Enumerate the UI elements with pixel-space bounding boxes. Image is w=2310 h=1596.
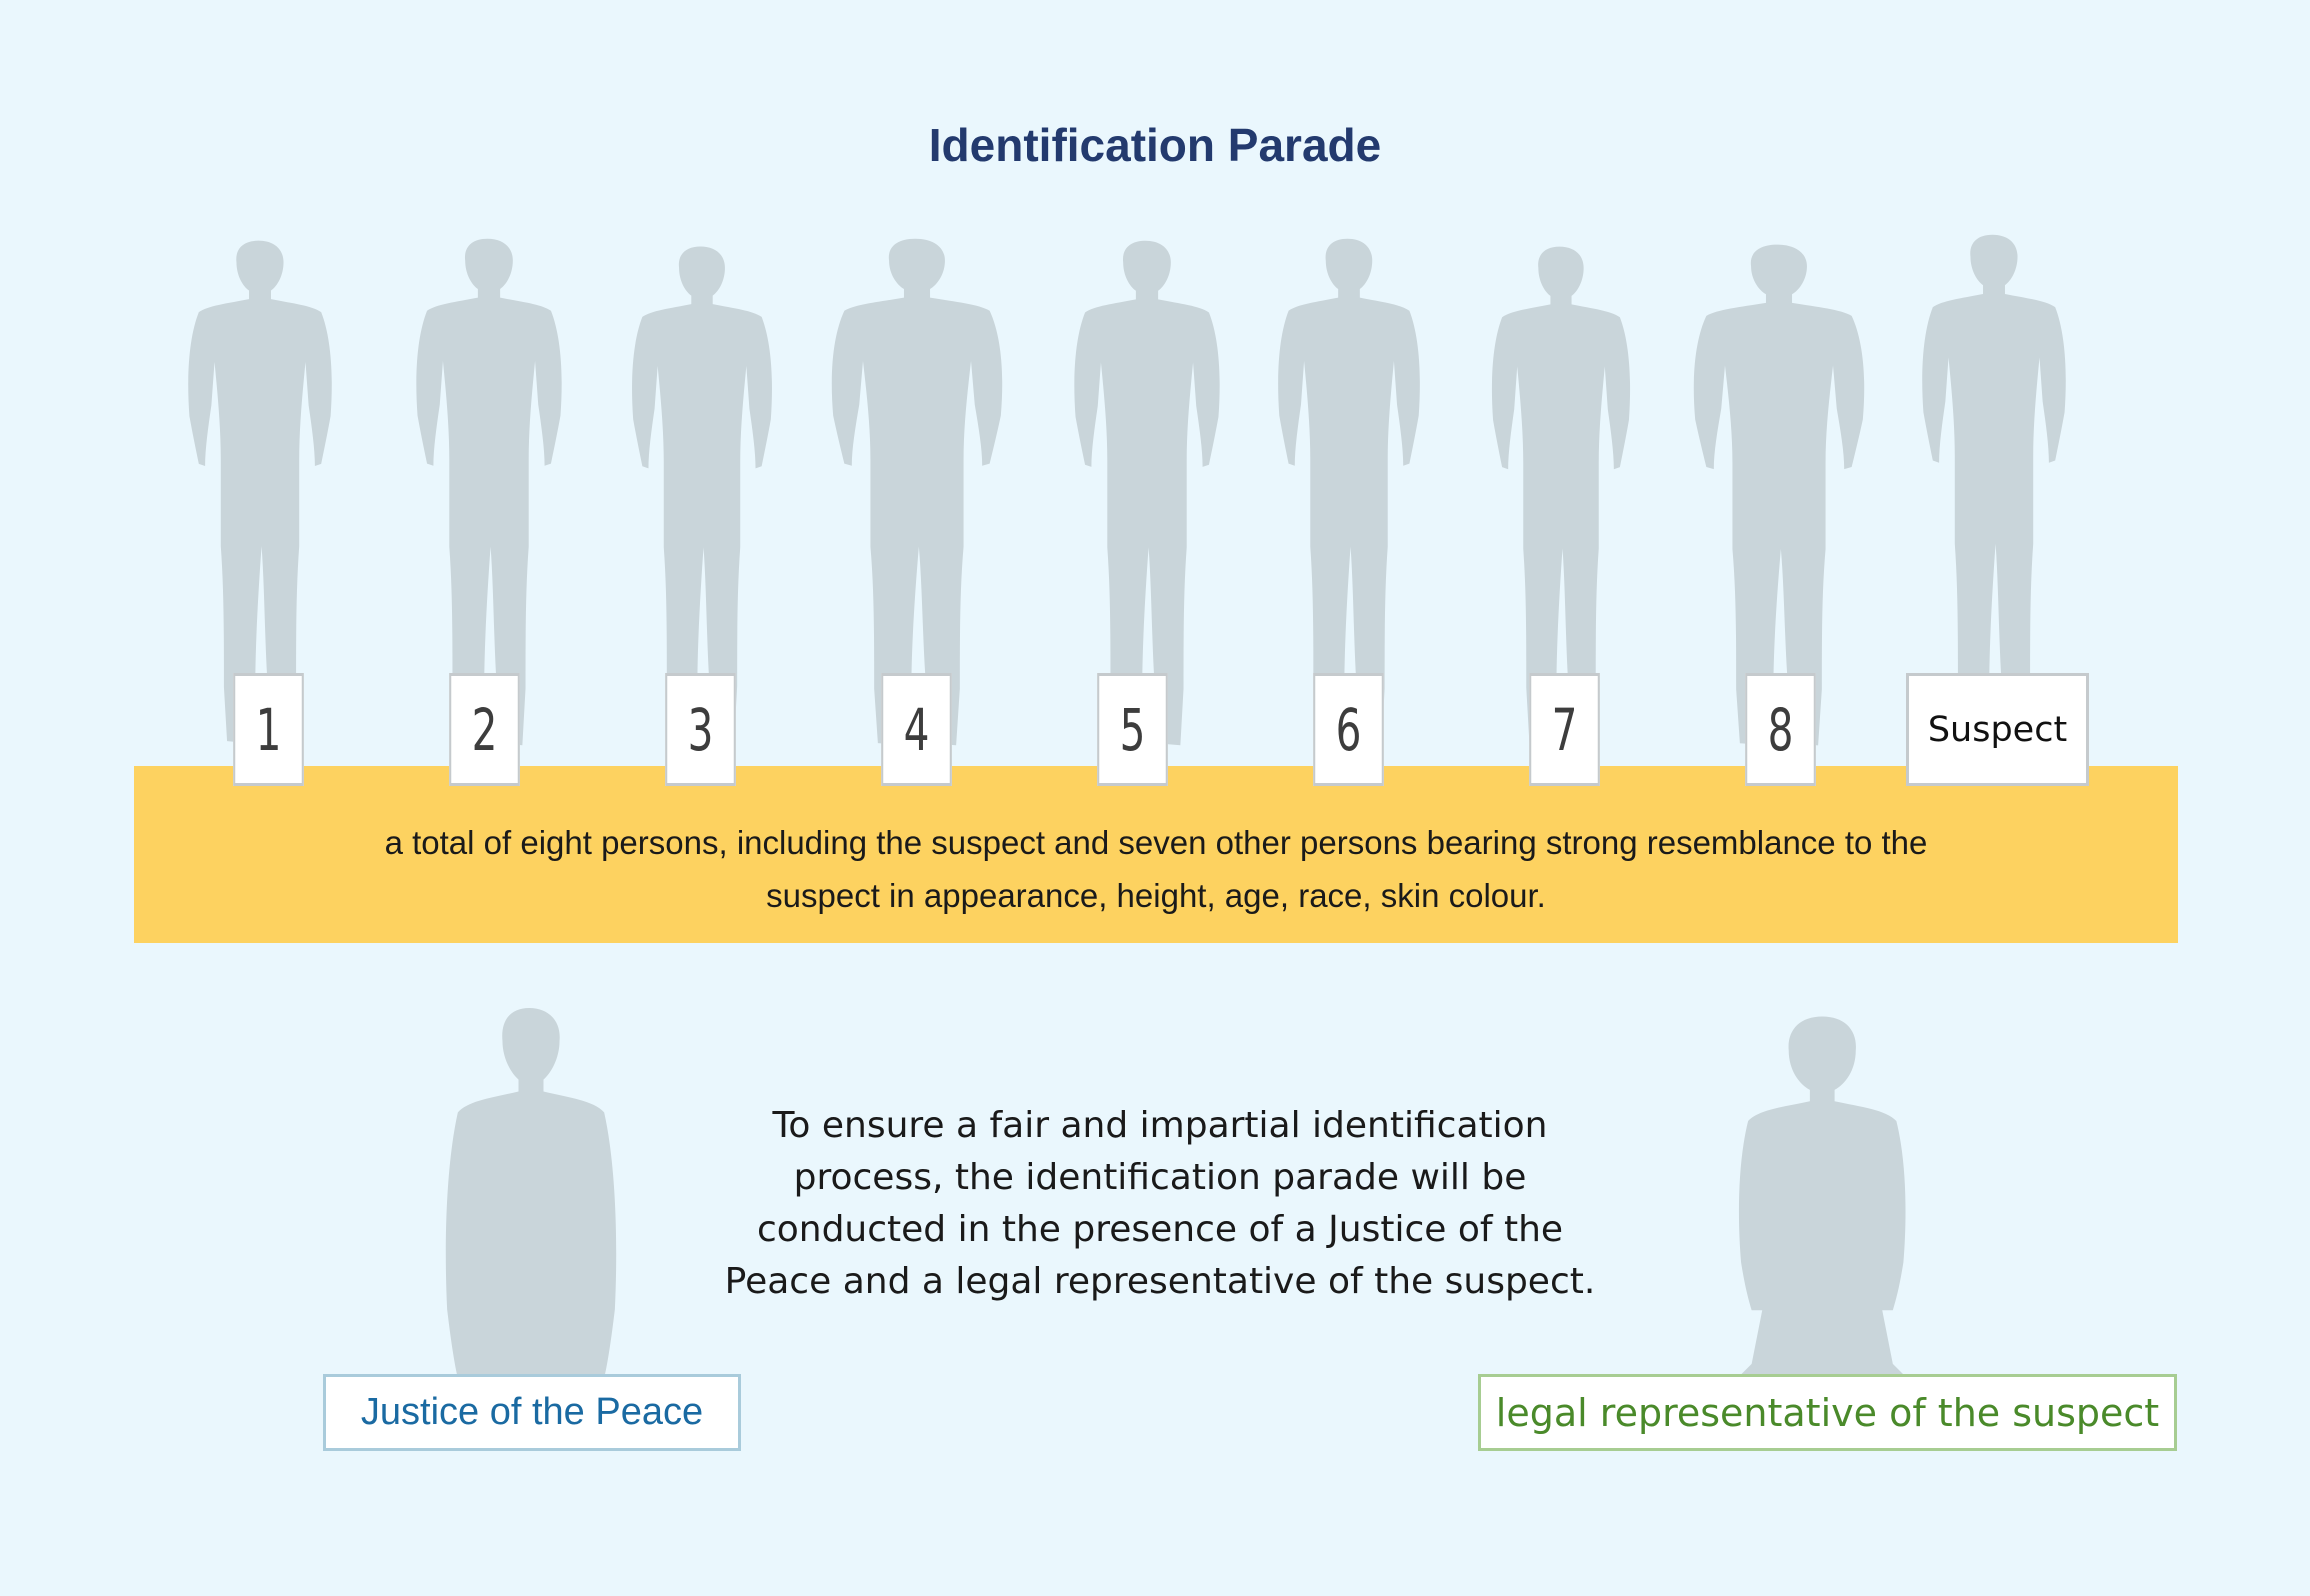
lineup-number-2: 2 (449, 673, 520, 786)
lineup-number-6: 6 (1313, 673, 1384, 786)
legal-representative-label: legal representative of the suspect (1478, 1374, 2177, 1451)
description-band (134, 766, 2178, 943)
justice-of-peace-label: Justice of the Peace (323, 1374, 741, 1451)
band-line-2: suspect in appearance, height, age, race… (766, 877, 1546, 914)
lineup-number-7: 7 (1529, 673, 1600, 786)
fairness-line-2: process, the identification parade will … (793, 1157, 1527, 1198)
suspect-placard: Suspect (1906, 673, 2089, 786)
fairness-line-1: To ensure a fair and impartial identific… (772, 1105, 1548, 1146)
justice-of-peace-silhouette (440, 996, 622, 1378)
fairness-line-4: Peace and a legal representative of the … (724, 1261, 1596, 1302)
page-title: Identification Parade (928, 119, 1382, 171)
fairness-line-3: conducted in the presence of a Justice o… (756, 1209, 1564, 1250)
lineup-number-5: 5 (1097, 673, 1168, 786)
band-line-1: a total of eight persons, including the … (384, 824, 1928, 861)
legal-representative-silhouette (1734, 1008, 1914, 1378)
fairness-note: To ensure a fair and impartial identific… (690, 1100, 1630, 1308)
lineup-number-3: 3 (665, 673, 736, 786)
band-description: a total of eight persons, including the … (134, 816, 2178, 922)
lineup-number-8: 8 (1745, 673, 1816, 786)
lineup-number-4: 4 (881, 673, 952, 786)
lineup-number-1: 1 (233, 673, 304, 786)
